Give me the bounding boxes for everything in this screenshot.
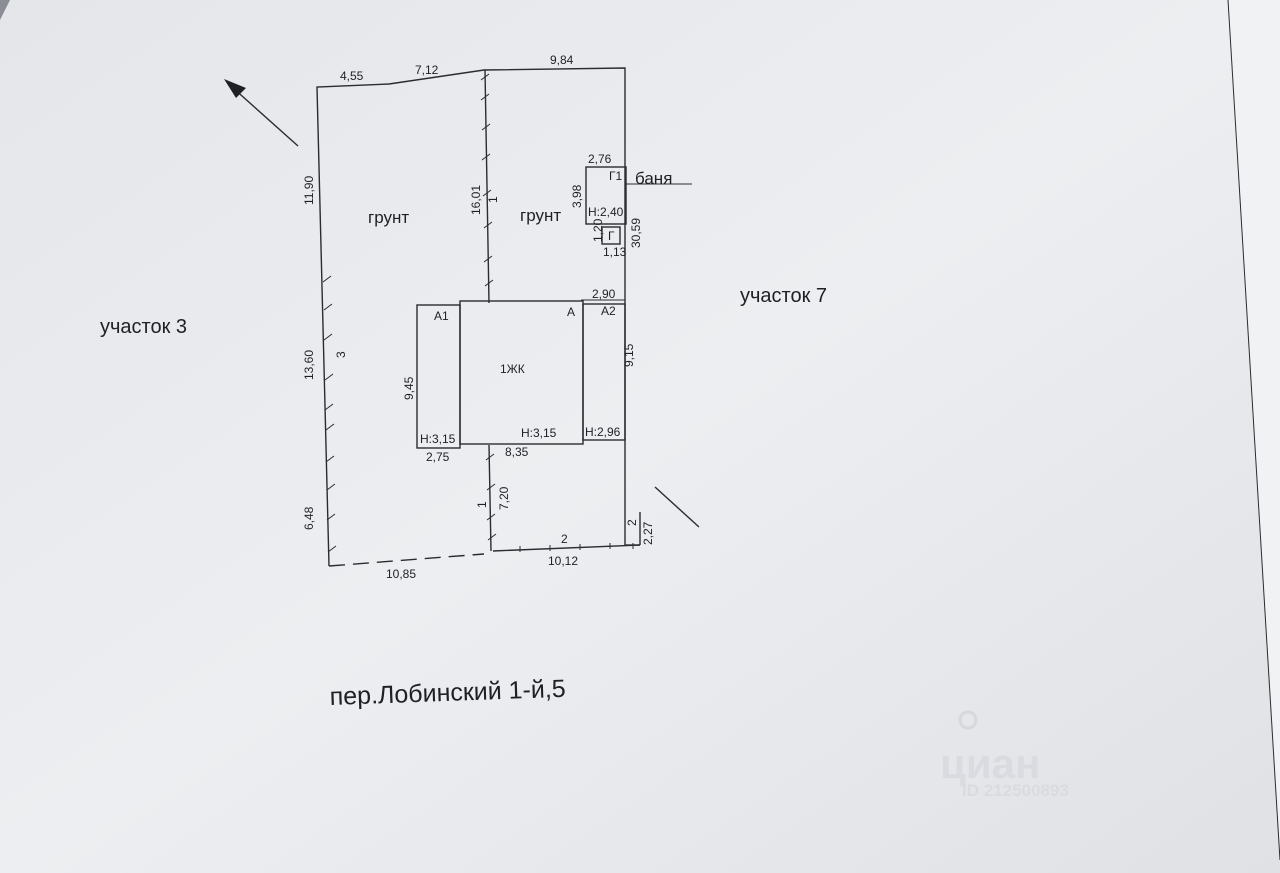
fence-2-label: 2 [561,532,568,546]
bathhouse-width-dim: 2,76 [588,152,612,166]
right-neighbor-label: участок 7 [740,285,827,307]
building-a-height: Н:3,15 [521,426,557,440]
fence-2-ticks [519,543,634,552]
fence-1-lower [488,444,492,552]
watermark: циан ID 212500893 [940,710,1069,800]
dim-bottom-right: 10,12 [548,554,578,568]
bathhouse-g1 [585,166,627,225]
dim-inner-bottom: 7,20 [497,486,511,510]
bathhouse-label: баня [635,169,672,188]
building-a2-label: А2 [601,304,616,318]
dim-a-width: 8,35 [505,445,529,459]
outbuilding-depth-dim: 1,20 [591,218,605,242]
north-arrow-head [224,79,246,98]
bathhouse-g1-label: Г1 [609,169,622,183]
fence-1-label-bottom: 1 [475,501,489,508]
fence-1-upper [484,69,490,304]
dim-a1-width: 2,75 [426,450,450,464]
watermark-id: ID 212500893 [962,781,1069,800]
dim-bottom-left: 10,85 [386,567,416,581]
plot-boundary-bottom [492,544,641,552]
dim-building-height: 9,45 [402,376,416,400]
fence-1-ticks [480,73,497,541]
dim-right-side: 30,59 [629,218,643,248]
fence-3-label: 3 [334,351,348,358]
dim-inner-top: 16,01 [469,185,483,215]
bathhouse-height: Н:2,40 [588,205,624,219]
bathhouse-depth-dim: 3,98 [570,184,584,208]
building-a1-height: Н:3,15 [420,432,456,446]
corner-marker-line [654,486,700,528]
left-neighbor-label: участок 3 [100,316,187,338]
plot-boundary [316,67,626,567]
outbuilding-g-label: Г [608,229,615,243]
dim-left-top: 11,90 [302,176,316,205]
building-a1-label: А1 [434,309,449,323]
plot-boundary-dashed [328,553,485,567]
dim-left-mid: 13,60 [302,350,316,380]
watermark-brand: циан [940,740,1040,787]
paper-fold-line [1227,0,1280,861]
ground-right-label: грунт [520,206,561,225]
dim-right-bottom: 2,27 [641,521,655,545]
fence-2-right-label: 2 [625,519,639,526]
dim-a2-height: 9,15 [622,343,636,367]
dim-top-c: 9,84 [550,53,574,67]
building-part-a2 [582,303,626,441]
outbuilding-g [601,226,621,245]
dim-top-a: 4,55 [340,69,364,83]
outbuilding-width-dim: 1,13 [603,245,627,259]
north-arrow-line [231,86,299,147]
fence-1-label-top: 1 [486,196,500,203]
building-main-label: 1ЖК [500,362,525,376]
watermark-pin-icon [958,710,978,730]
ground-left-label: грунт [368,208,409,227]
building-a2-height: Н:2,96 [585,425,621,439]
building-a-label: А [567,305,575,319]
fence-3-ticks [322,275,337,553]
dim-left-bottom: 6,48 [302,506,316,530]
dim-top-b: 7,12 [415,63,439,77]
dim-a2-width: 2,90 [592,287,616,301]
